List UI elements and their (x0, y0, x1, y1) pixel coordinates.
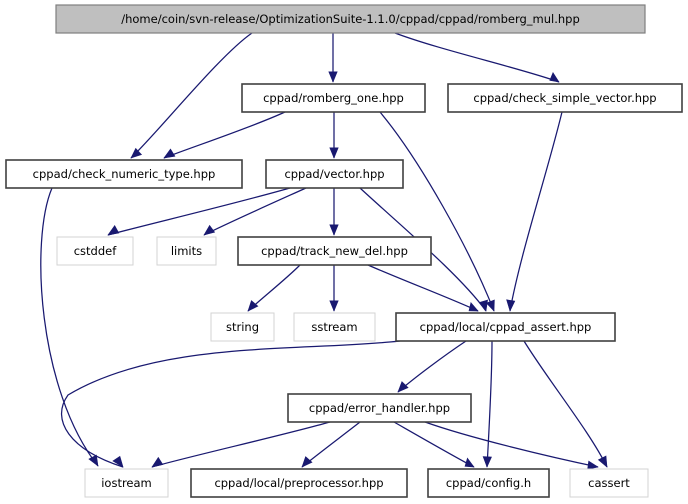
arrowhead-icon (485, 299, 495, 312)
node-root[interactable]: /home/coin/svn-release/OptimizationSuite… (55, 4, 646, 34)
edge-vector-to-track_new_del (329, 188, 339, 236)
edge-line (151, 421, 331, 468)
arrowhead-icon (247, 300, 259, 312)
edge-vector-to-cstddef (107, 187, 291, 236)
arrowhead-icon (464, 457, 475, 468)
node-box[interactable] (447, 83, 683, 113)
edge-line (367, 264, 479, 312)
edge-romberg_one-to-check_numeric_type (163, 111, 286, 159)
edge-line (40, 187, 99, 467)
node-cppad_assert[interactable]: cppad/local/cppad_assert.hpp (395, 312, 616, 342)
node-cassert[interactable]: cassert (569, 468, 649, 498)
arrowhead-icon (329, 147, 339, 159)
arrowhead-icon (203, 224, 216, 236)
arrowhead-icon (468, 301, 479, 312)
edge-root-to-romberg_one (328, 33, 338, 83)
arrowhead-icon (107, 225, 120, 236)
arrowhead-icon (88, 454, 99, 467)
arrowhead-icon (329, 224, 339, 236)
edge-track_new_del-to-sstream (329, 265, 339, 312)
arrowhead-icon (163, 148, 176, 159)
node-box[interactable] (241, 83, 426, 113)
edge-line (379, 111, 495, 312)
node-box[interactable] (237, 236, 432, 266)
node-limits[interactable]: limits (156, 236, 217, 266)
node-box[interactable] (156, 236, 217, 266)
node-box[interactable] (395, 312, 616, 342)
node-box[interactable] (190, 468, 408, 498)
node-box[interactable] (265, 159, 404, 189)
edge-cppad_assert-to-config (482, 340, 493, 468)
node-track_new_del[interactable]: cppad/track_new_del.hpp (237, 236, 432, 266)
arrowhead-icon (587, 460, 599, 470)
arrowhead-icon (329, 300, 339, 312)
edge-line (107, 187, 291, 236)
node-check_numeric_type[interactable]: cppad/check_numeric_type.hpp (5, 159, 243, 189)
node-cstddef[interactable]: cstddef (56, 236, 134, 266)
arrowhead-icon (482, 456, 492, 468)
arrowhead-icon (506, 299, 516, 312)
edge-romberg_one-to-cppad_assert (379, 111, 495, 312)
edge-line (130, 32, 253, 159)
arrowhead-icon (112, 455, 124, 468)
node-preprocessor[interactable]: cppad/local/preprocessor.hpp (190, 468, 408, 498)
node-iostream[interactable]: iostream (84, 468, 169, 498)
edge-error_handler-to-preprocessor (301, 421, 361, 468)
node-box[interactable] (84, 468, 169, 498)
edge-track_new_del-to-string (247, 264, 301, 312)
node-box[interactable] (293, 312, 376, 342)
edge-check_numeric_type-to-iostream (40, 187, 99, 467)
edge-line (397, 340, 467, 393)
arrowhead-icon (479, 299, 488, 312)
edge-line (163, 111, 286, 159)
node-box[interactable] (210, 312, 275, 342)
node-check_simple_vector[interactable]: cppad/check_simple_vector.hpp (447, 83, 683, 113)
edge-cppad_assert-to-cassert (523, 340, 608, 468)
edge-cppad_assert-to-iostream (60, 340, 401, 468)
node-config[interactable]: cppad/config.h (427, 468, 550, 498)
edge-error_handler-to-config (393, 421, 475, 468)
arrowhead-icon (597, 455, 608, 468)
edge-track_new_del-to-cppad_assert (367, 264, 479, 312)
edge-line (393, 421, 475, 468)
node-box[interactable] (55, 4, 646, 34)
node-box[interactable] (287, 393, 472, 423)
edge-romberg_one-to-vector (329, 112, 339, 159)
edge-line (203, 187, 307, 236)
edge-check_simple_vector-to-cppad_assert (506, 111, 563, 312)
edge-line (60, 340, 401, 468)
arrowhead-icon (301, 456, 313, 468)
edge-line (424, 421, 599, 468)
node-vector[interactable]: cppad/vector.hpp (265, 159, 404, 189)
arrowhead-icon (151, 456, 164, 468)
edge-root-to-check_simple_vector (394, 32, 560, 83)
edge-error_handler-to-iostream (151, 421, 331, 468)
edge-line (523, 340, 608, 468)
node-string[interactable]: string (210, 312, 275, 342)
arrowhead-icon (328, 71, 338, 83)
edge-error_handler-to-cassert (424, 421, 599, 470)
arrowhead-icon (397, 381, 409, 393)
edges-layer (40, 32, 608, 470)
edge-line (394, 32, 560, 83)
edge-root-to-check_numeric_type (130, 32, 253, 159)
arrowhead-icon (130, 147, 143, 159)
edge-line (509, 111, 563, 312)
edge-line (301, 421, 361, 468)
node-sstream[interactable]: sstream (293, 312, 376, 342)
node-error_handler[interactable]: cppad/error_handler.hpp (287, 393, 472, 423)
edge-vector-to-limits (203, 187, 307, 236)
arrowhead-icon (549, 71, 560, 83)
edge-line (486, 340, 493, 468)
edge-cppad_assert-to-error_handler (397, 340, 467, 393)
node-box[interactable] (569, 468, 649, 498)
node-box[interactable] (427, 468, 550, 498)
node-romberg_one[interactable]: cppad/romberg_one.hpp (241, 83, 426, 113)
node-box[interactable] (5, 159, 243, 189)
node-box[interactable] (56, 236, 134, 266)
